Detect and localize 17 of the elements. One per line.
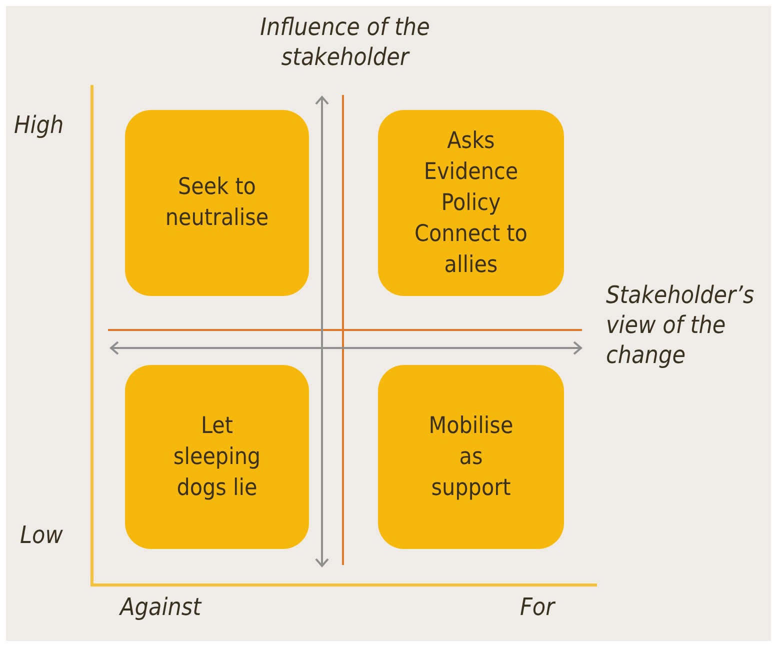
strategy-text: Policy (441, 188, 501, 218)
axis-tick-label: Against (120, 592, 203, 622)
strategy-text: Evidence (424, 158, 518, 186)
axis-tick-label: For (520, 592, 556, 622)
strategy-box (125, 110, 309, 296)
strategy-text: Mobilise as support (428, 412, 514, 502)
strategy-box (378, 365, 564, 549)
strategy-box (125, 365, 309, 549)
axis-tick-label: High (14, 110, 65, 140)
axis-tick-label: Low (20, 520, 64, 550)
strategy-text: Let sleeping dogs lie (172, 412, 262, 502)
strategy-text: Connect to allies (414, 220, 528, 280)
strategy-text: Seek to neutralise (165, 173, 269, 233)
axis-title: Influence of the stakeholder (259, 12, 431, 72)
strategy-box (378, 110, 564, 296)
axis-title: Stakeholder’s view of the change (606, 280, 756, 370)
strategy-text: Asks (447, 126, 495, 156)
